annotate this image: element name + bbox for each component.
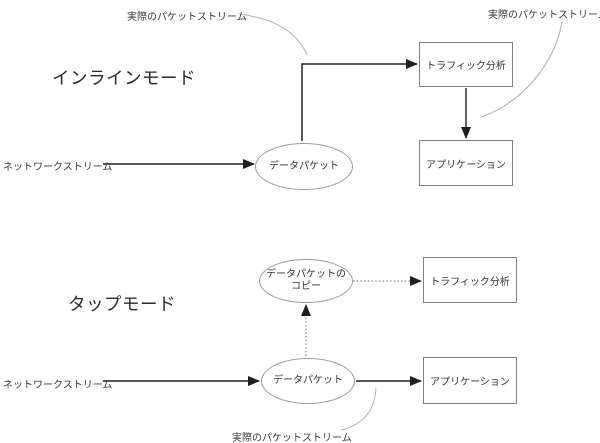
data-packet-copy-label-line1: データパケットの [266,269,346,280]
data-packet-node-inline: データパケット [255,143,353,190]
application-label-inline: アプリケーション [426,159,506,171]
traffic-analysis-node-tap: トラフィック分析 [423,257,517,303]
traffic-analysis-label-tap: トラフィック分析 [430,276,510,288]
actual-packet-stream-label-bottom: 実際のパケットストリーム [232,433,352,443]
leader-curve-actual-stream-bottom [340,387,377,431]
actual-packet-stream-label-right: 実際のパケットストリーム [488,10,600,21]
inline-mode-title: インラインモード [52,68,196,88]
leader-curve-actual-stream-top [238,13,308,56]
actual-packet-stream-label-top: 実際のパケットストリーム [127,12,247,23]
tap-mode-title: タップモード [68,294,176,314]
arrow-datapacket-to-traffic-inline [301,59,418,141]
data-packet-label-inline: データパケット [269,160,339,172]
application-label-tap: アプリケーション [430,377,510,388]
data-packet-label-tap: データパケット [273,375,343,386]
network-stream-label-inline: ネットワークストリーム [3,162,113,173]
data-packet-copy-label-line2: コピー [291,281,321,292]
leader-curve-actual-stream-right [480,21,563,118]
network-stream-label-tap: ネットワークストリーム [3,380,113,391]
data-packet-copy-node-tap: データパケットの コピー [259,259,353,303]
data-packet-node-tap: データパケット [261,358,355,404]
traffic-analysis-node-inline: トラフィック分析 [419,42,513,87]
traffic-analysis-label-inline: トラフィック分析 [426,61,506,72]
application-node-inline: アプリケーション [419,140,513,186]
application-node-tap: アプリケーション [423,357,517,404]
